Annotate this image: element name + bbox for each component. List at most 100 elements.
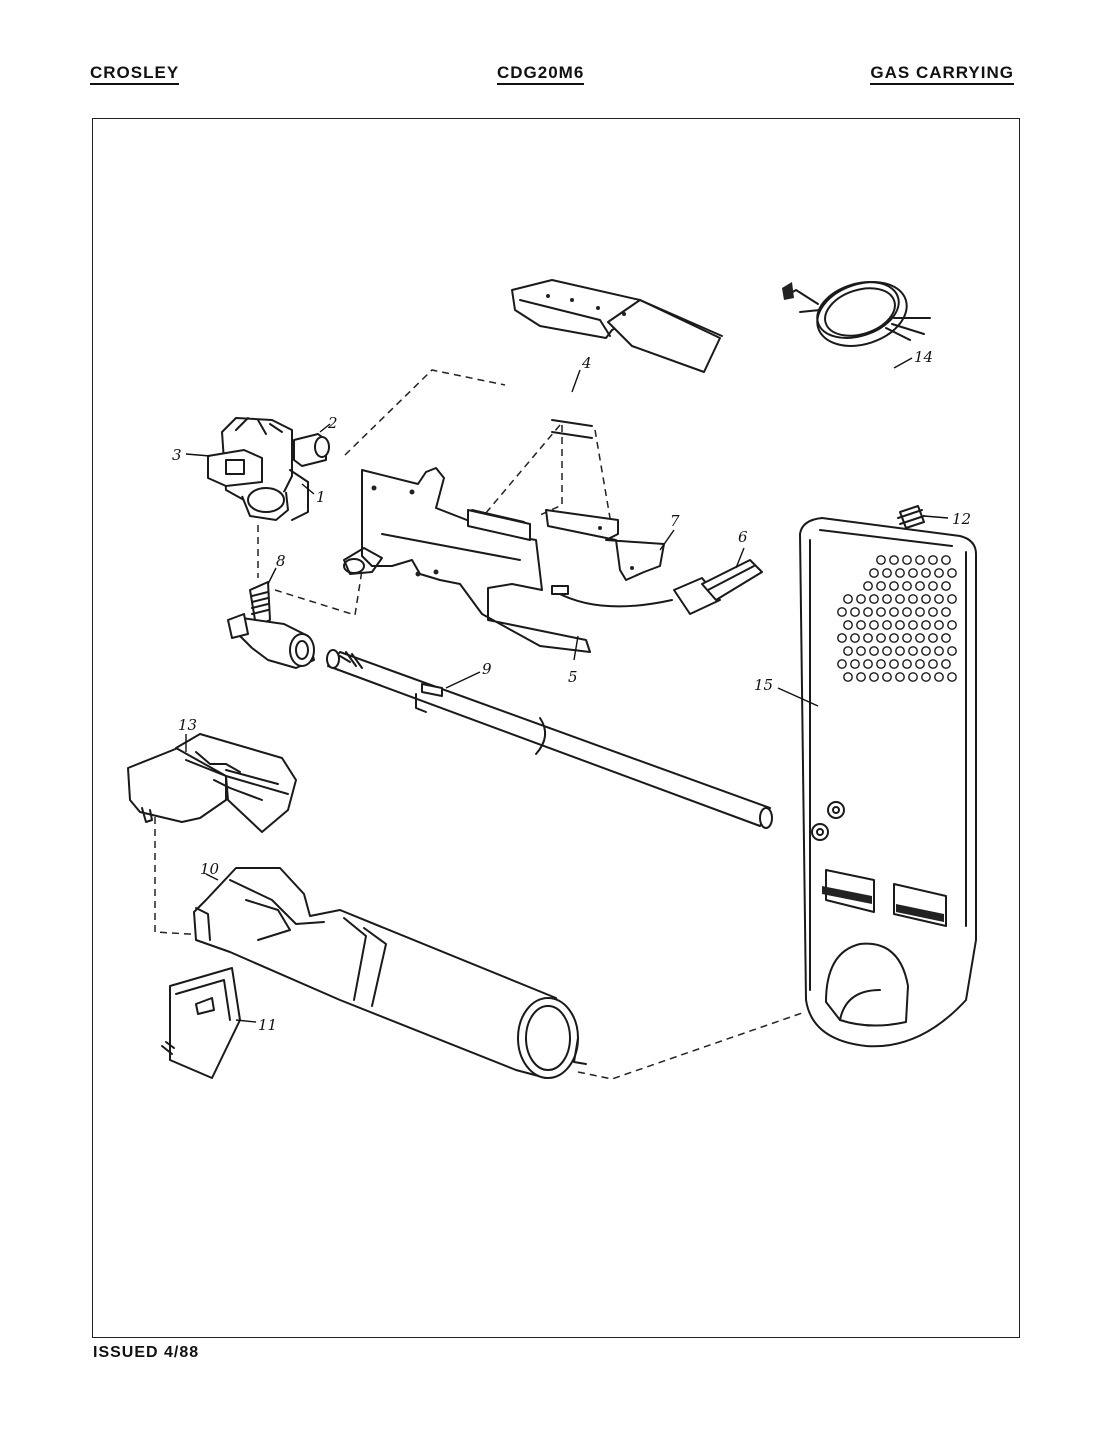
- vent-hole: [876, 607, 886, 617]
- vent-hole: [856, 646, 866, 656]
- vent-hole: [863, 659, 873, 669]
- vent-hole: [863, 607, 873, 617]
- callout-7: 7: [670, 512, 680, 530]
- callout-1: 1: [316, 488, 326, 506]
- vent-hole: [850, 633, 860, 643]
- valve-fitting-part: [227, 581, 315, 669]
- rear-panel-part: [799, 517, 977, 1048]
- vent-hole: [876, 581, 886, 591]
- vent-hole: [843, 672, 853, 682]
- vent-hole: [882, 646, 892, 656]
- callout-12: 12: [952, 510, 971, 528]
- vent-hole: [843, 594, 853, 604]
- callout-3: 3: [172, 446, 182, 464]
- vent-hole: [934, 568, 944, 578]
- vent-hole: [856, 672, 866, 682]
- vent-hole: [934, 620, 944, 630]
- vent-hole: [902, 659, 912, 669]
- vent-hole: [908, 672, 918, 682]
- vent-hole: [915, 555, 925, 565]
- callout-13: 13: [178, 716, 197, 734]
- vent-hole: [947, 568, 957, 578]
- vent-hole: [947, 620, 957, 630]
- vent-hole: [889, 555, 899, 565]
- vent-hole: [934, 594, 944, 604]
- callout-6: 6: [738, 528, 748, 546]
- callout-14: 14: [914, 348, 933, 366]
- vent-hole: [947, 646, 957, 656]
- vent-hole: [876, 633, 886, 643]
- vent-hole: [895, 620, 905, 630]
- vent-hole: [850, 607, 860, 617]
- support-bracket-part: [161, 967, 241, 1079]
- vent-hole: [882, 568, 892, 578]
- combustion-chamber-part: [193, 867, 587, 1079]
- vent-hole: [876, 555, 886, 565]
- vent-hole: [863, 633, 873, 643]
- vent-hole: [869, 672, 879, 682]
- vent-hole: [882, 672, 892, 682]
- mounting-bracket-part: [343, 467, 591, 653]
- vent-hole: [915, 633, 925, 643]
- header-section: GAS CARRYING: [870, 64, 1014, 85]
- vent-hole: [889, 633, 899, 643]
- callout-labels: 1 2 3 4 5 6 7 8 9 10 11 12 13 14 15: [172, 348, 971, 1034]
- vent-hole: [889, 607, 899, 617]
- vent-hole: [869, 594, 879, 604]
- vent-hole: [889, 581, 899, 591]
- wire-harness-part: [782, 281, 931, 347]
- vent-hole: [869, 568, 879, 578]
- vent-hole: [869, 646, 879, 656]
- vent-hole: [947, 594, 957, 604]
- vent-hole: [902, 555, 912, 565]
- assembly-dash-lines: [154, 369, 806, 1080]
- vent-hole: [856, 594, 866, 604]
- vent-hole: [915, 659, 925, 669]
- vent-hole: [928, 607, 938, 617]
- callout-4: 4: [581, 354, 592, 372]
- vent-hole: [869, 620, 879, 630]
- vent-hole: [941, 633, 951, 643]
- vent-hole: [941, 555, 951, 565]
- issued-date: ISSUED 4/88: [93, 1344, 200, 1361]
- vent-hole: [947, 672, 957, 682]
- vent-hole: [928, 581, 938, 591]
- vent-hole: [921, 594, 931, 604]
- vent-hole: [850, 659, 860, 669]
- gas-valve-part: [207, 417, 330, 521]
- burner-housing-part: [127, 733, 297, 833]
- vent-hole: [908, 568, 918, 578]
- callout-15: 15: [754, 676, 773, 694]
- vent-hole: [843, 620, 853, 630]
- vent-hole: [837, 607, 847, 617]
- vent-hole: [941, 659, 951, 669]
- vent-hole: [928, 659, 938, 669]
- vent-hole: [941, 581, 951, 591]
- vent-hole: [921, 620, 931, 630]
- callout-2: 2: [327, 414, 338, 432]
- burner-bracket-part: [511, 279, 723, 439]
- small-bracket-part: [545, 509, 665, 581]
- vent-hole: [921, 646, 931, 656]
- callout-8: 8: [276, 552, 286, 570]
- vent-hole: [863, 581, 873, 591]
- vent-hole: [876, 659, 886, 669]
- header-model: CDG20M6: [497, 64, 585, 85]
- vent-hole: [856, 620, 866, 630]
- vent-hole: [915, 607, 925, 617]
- vent-hole: [837, 633, 847, 643]
- vent-hole: [908, 620, 918, 630]
- callout-5: 5: [568, 668, 578, 686]
- vent-hole: [895, 646, 905, 656]
- vent-hole: [941, 607, 951, 617]
- vent-hole: [902, 607, 912, 617]
- leader-lines: [185, 357, 949, 1023]
- diagram-frame: [92, 118, 1020, 1338]
- vent-holes: [837, 555, 957, 682]
- vent-hole: [837, 659, 847, 669]
- vent-hole: [889, 659, 899, 669]
- vent-hole: [895, 594, 905, 604]
- callout-10: 10: [200, 860, 220, 878]
- vent-hole: [882, 594, 892, 604]
